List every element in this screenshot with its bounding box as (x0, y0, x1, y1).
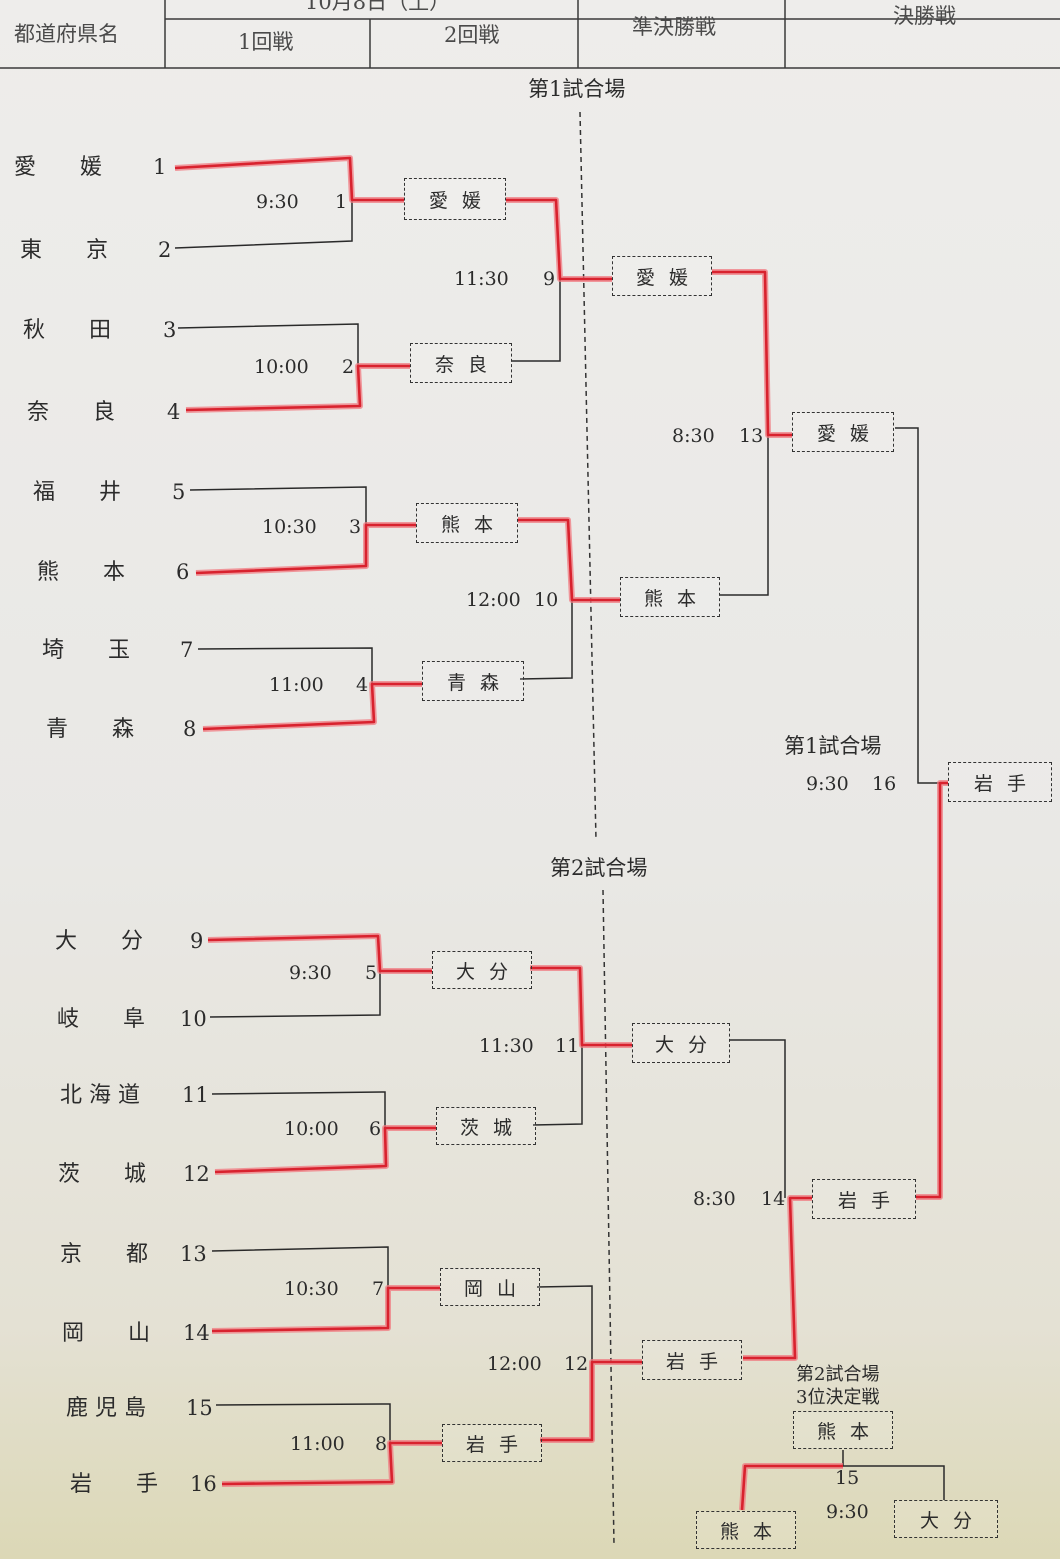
match-number: 11 (555, 1035, 580, 1057)
third-place-winner-box: 熊本 (793, 1411, 893, 1449)
match-time: 10:30 (284, 1278, 339, 1300)
team-seed: 6 (176, 560, 190, 584)
team-seed: 15 (186, 1396, 213, 1420)
match-number: 5 (365, 962, 378, 984)
match-time: 11:30 (479, 1035, 534, 1057)
third-place-left-box: 熊本 (696, 1511, 796, 1549)
winner-box: 熊本 (416, 503, 518, 543)
team-name: 京 都 (60, 1242, 149, 1267)
third-place-label: 3位決定戦 (796, 1387, 880, 1408)
winner-box: 愛媛 (612, 256, 712, 296)
winner-box: 大分 (432, 951, 532, 989)
match-time: 9:30 (826, 1501, 869, 1523)
winner-box: 愛媛 (792, 412, 894, 452)
winner-box: 大分 (632, 1023, 730, 1063)
match-time: 9:30 (256, 191, 299, 213)
team-name: 東 京 (20, 238, 109, 263)
match-time: 8:30 (672, 425, 715, 447)
team-seed: 10 (180, 1007, 207, 1031)
team-name: 岩 手 (70, 1472, 159, 1497)
venue-label-final: 第1試合場 (784, 734, 882, 758)
team-seed: 11 (182, 1083, 209, 1107)
winner-box: 青森 (422, 661, 524, 701)
match-number: 16 (872, 773, 897, 795)
team-name: 青 森 (46, 717, 135, 742)
team-seed: 4 (167, 400, 181, 424)
team-name: 奈 良 (27, 400, 116, 425)
match-number: 12 (564, 1353, 589, 1375)
team-name: 岡 山 (62, 1321, 151, 1346)
team-name: 北 海 道 (60, 1083, 140, 1108)
match-time: 12:00 (487, 1353, 542, 1375)
match-number: 4 (356, 674, 369, 696)
winner-box: 奈良 (410, 343, 512, 383)
team-seed: 5 (172, 480, 186, 504)
match-time: 11:00 (290, 1433, 345, 1455)
team-name: 福 井 (33, 480, 122, 505)
team-name: 茨 城 (58, 1162, 147, 1187)
header-round1: 1回戦 (238, 30, 294, 54)
match-time: 8:30 (693, 1188, 736, 1210)
venue-label-1: 第1試合場 (528, 77, 626, 101)
team-name: 鹿 児 島 (66, 1396, 146, 1421)
match-time: 11:00 (269, 674, 324, 696)
team-name: 秋 田 (23, 318, 112, 343)
team-seed: 7 (180, 638, 194, 662)
team-seed: 14 (183, 1321, 210, 1345)
match-number: 2 (342, 356, 355, 378)
winner-box: 熊本 (620, 577, 720, 617)
match-number: 9 (543, 268, 556, 290)
team-seed: 16 (190, 1472, 217, 1496)
team-seed: 8 (183, 717, 197, 741)
team-seed: 13 (180, 1242, 207, 1266)
team-seed: 2 (158, 238, 172, 262)
winner-box: 愛媛 (404, 178, 506, 220)
match-number: 1 (335, 191, 348, 213)
venue-label-2: 第2試合場 (550, 856, 648, 880)
team-seed: 12 (183, 1162, 210, 1186)
third-place-right-box: 大分 (894, 1500, 998, 1538)
winner-box: 茨城 (436, 1107, 536, 1145)
header-prefecture-label: 都道府県名 (14, 22, 119, 46)
match-time: 11:30 (454, 268, 509, 290)
match-number: 7 (372, 1278, 385, 1300)
header-final: 決勝戦 (893, 4, 956, 28)
winner-box: 岩手 (442, 1424, 542, 1462)
match-number: 13 (739, 425, 764, 447)
team-name: 熊 本 (37, 560, 126, 585)
winner-box: 岡山 (440, 1268, 540, 1306)
team-seed: 3 (163, 318, 177, 342)
winner-box: 岩手 (642, 1340, 742, 1380)
match-time: 10:00 (254, 356, 309, 378)
header-date: 10月8日（土） (305, 0, 451, 14)
header-round2: 2回戦 (444, 23, 500, 47)
team-name: 大 分 (55, 929, 144, 954)
match-time: 9:30 (806, 773, 849, 795)
venue-label-third: 第2試合場 (796, 1364, 880, 1385)
match-time: 10:00 (284, 1118, 339, 1140)
champion-box: 岩手 (948, 762, 1052, 802)
match-time: 12:00 (466, 589, 521, 611)
match-time: 9:30 (289, 962, 332, 984)
match-number: 15 (835, 1467, 860, 1489)
team-name: 岐 阜 (57, 1007, 146, 1032)
team-name: 愛 媛 (14, 155, 103, 180)
match-number: 6 (369, 1118, 382, 1140)
team-seed: 1 (153, 155, 167, 179)
match-number: 10 (534, 589, 559, 611)
team-seed: 9 (190, 929, 204, 953)
winner-box: 岩手 (812, 1179, 916, 1219)
team-name: 埼 玉 (42, 638, 131, 663)
match-number: 8 (375, 1433, 388, 1455)
match-number: 3 (349, 516, 362, 538)
header-semifinal: 準決勝戦 (632, 15, 716, 39)
match-number: 14 (761, 1188, 786, 1210)
match-time: 10:30 (262, 516, 317, 538)
